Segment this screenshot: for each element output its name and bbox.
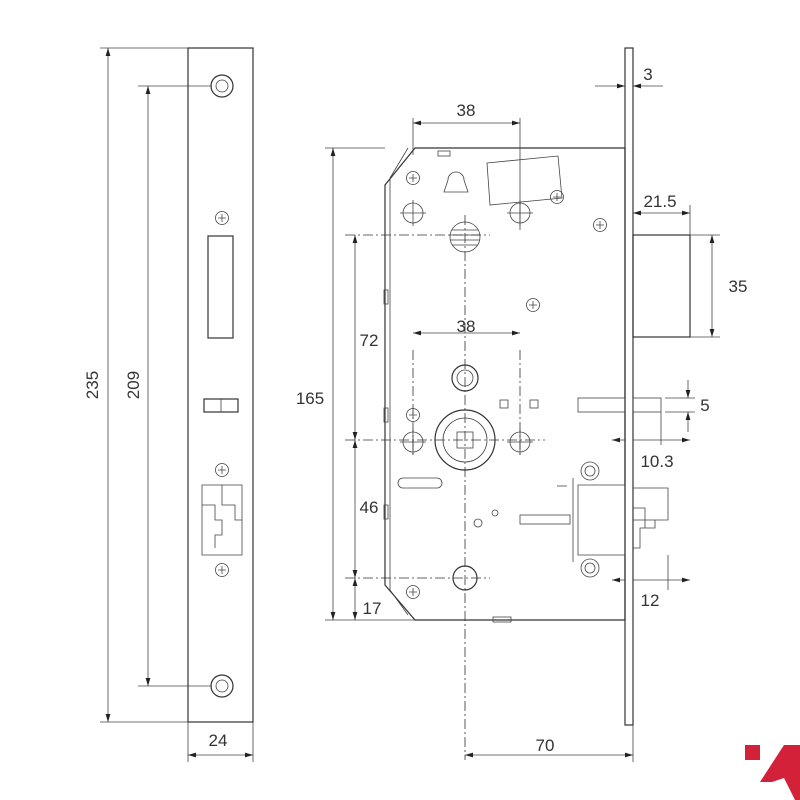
dim-165: 165 xyxy=(296,389,324,408)
dim-24: 24 xyxy=(209,731,228,750)
dim-10-3: 10.3 xyxy=(640,452,673,471)
dim-46: 46 xyxy=(360,498,379,517)
dim-21-5: 21.5 xyxy=(643,192,676,211)
dim-38-top: 38 xyxy=(457,101,476,120)
dim-209: 209 xyxy=(124,371,143,399)
dim-12: 12 xyxy=(641,591,660,610)
center-lines xyxy=(345,215,545,760)
dim-70: 70 xyxy=(536,736,555,755)
dim-5: 5 xyxy=(700,396,709,415)
dim-3: 3 xyxy=(643,65,652,84)
faceplate-dimensions xyxy=(100,47,254,762)
brand-logo-icon xyxy=(745,745,800,800)
dim-35: 35 xyxy=(729,277,748,296)
faceplate xyxy=(187,47,254,723)
dim-38-middle: 38 xyxy=(457,317,476,336)
body-dimensions xyxy=(325,83,720,762)
dim-17: 17 xyxy=(363,599,382,618)
dim-72: 72 xyxy=(360,331,379,350)
lock-body xyxy=(383,47,691,726)
dim-235: 235 xyxy=(83,371,102,399)
